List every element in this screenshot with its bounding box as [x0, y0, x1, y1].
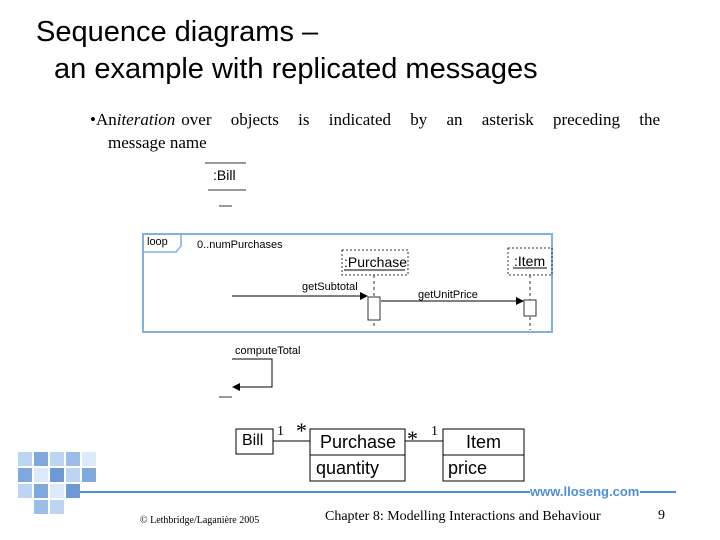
mult-purchase-item-star: * — [407, 426, 418, 451]
bullet-line1: • An iteration over objects is indicated… — [90, 108, 660, 131]
getsubtotal-arrowhead — [360, 292, 368, 300]
loop-tab — [143, 234, 182, 253]
bullet-line2: message name — [108, 133, 207, 152]
loop-label: loop — [147, 236, 168, 248]
loop-guard: 0..numPurchases — [197, 239, 283, 251]
bill-lifeline-label: :Bill — [213, 167, 236, 183]
purchase-head — [341, 249, 409, 276]
bullet-rest: over objects is indicated by an asterisk… — [181, 110, 660, 129]
class-bill-box — [235, 428, 274, 455]
msg-computetotal-label: computeTotal — [235, 345, 301, 357]
bullet-text: • An iteration over objects is indicated… — [90, 108, 660, 154]
getunitprice-arrowhead — [516, 297, 524, 305]
msg-getunitprice-label: getUnitPrice — [418, 289, 478, 301]
purchase-lifeline-label: :Purchase — [344, 254, 408, 270]
class-item-attr: price — [448, 458, 488, 478]
item-activation — [523, 299, 537, 317]
bullet-marker: • — [90, 110, 96, 129]
msg-getsubtotal-label: getSubtotal — [302, 281, 358, 293]
mult-purchase-item-1: 1 — [431, 424, 438, 439]
copyright-text: © Lethbridge/Laganière 2005 — [140, 515, 260, 526]
computetotal-self-arrow — [232, 358, 273, 388]
purchase-activation — [367, 296, 381, 321]
bullet-prefix: An — [95, 110, 117, 129]
website-link[interactable]: www.lloseng.com — [530, 484, 640, 499]
chapter-title: Chapter 8: Modelling Interactions and Be… — [325, 509, 601, 524]
loop-frame — [142, 233, 553, 333]
class-purchase-name: Purchase — [320, 432, 397, 452]
mult-bill-purchase-star: * — [296, 418, 307, 443]
computetotal-arrowhead — [232, 383, 240, 391]
class-purchase-attr: quantity — [316, 458, 380, 478]
corner-mosaic — [18, 452, 96, 514]
class-item-name: Item — [466, 432, 502, 452]
item-lifeline-label: :Item — [514, 253, 546, 269]
page-number: 9 — [658, 508, 665, 523]
slide-title-line1: Sequence diagrams – — [36, 16, 319, 48]
slide-title-line2: an example with replicated messages — [54, 53, 538, 85]
mult-bill-purchase-1: 1 — [277, 424, 284, 439]
class-bill-name: Bill — [242, 432, 264, 449]
bullet-emphasis: iteration — [116, 110, 176, 129]
